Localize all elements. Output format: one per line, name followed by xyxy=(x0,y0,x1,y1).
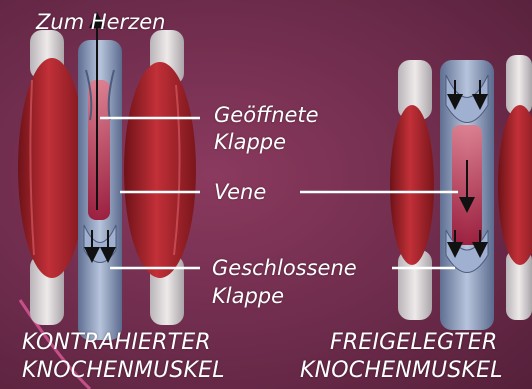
label-to-heart: Zum Herzen xyxy=(36,10,165,35)
label-open-valve-2: Klappe xyxy=(214,130,286,155)
caption-right-1: FREIGELEGTER xyxy=(330,330,498,356)
label-open-valve-1: Geöffnete xyxy=(214,103,319,128)
left-vein xyxy=(78,20,122,340)
caption-left-2: KNOCHENMUSKEL xyxy=(22,358,225,384)
label-closed-valve-2: Klappe xyxy=(212,284,284,309)
label-closed-valve-1: Geschlossene xyxy=(212,256,357,281)
right-vein xyxy=(440,60,494,330)
caption-right-2: KNOCHENMUSKEL xyxy=(300,358,503,384)
label-vein: Vene xyxy=(214,180,266,205)
caption-left-1: KONTRAHIERTER xyxy=(22,330,211,356)
